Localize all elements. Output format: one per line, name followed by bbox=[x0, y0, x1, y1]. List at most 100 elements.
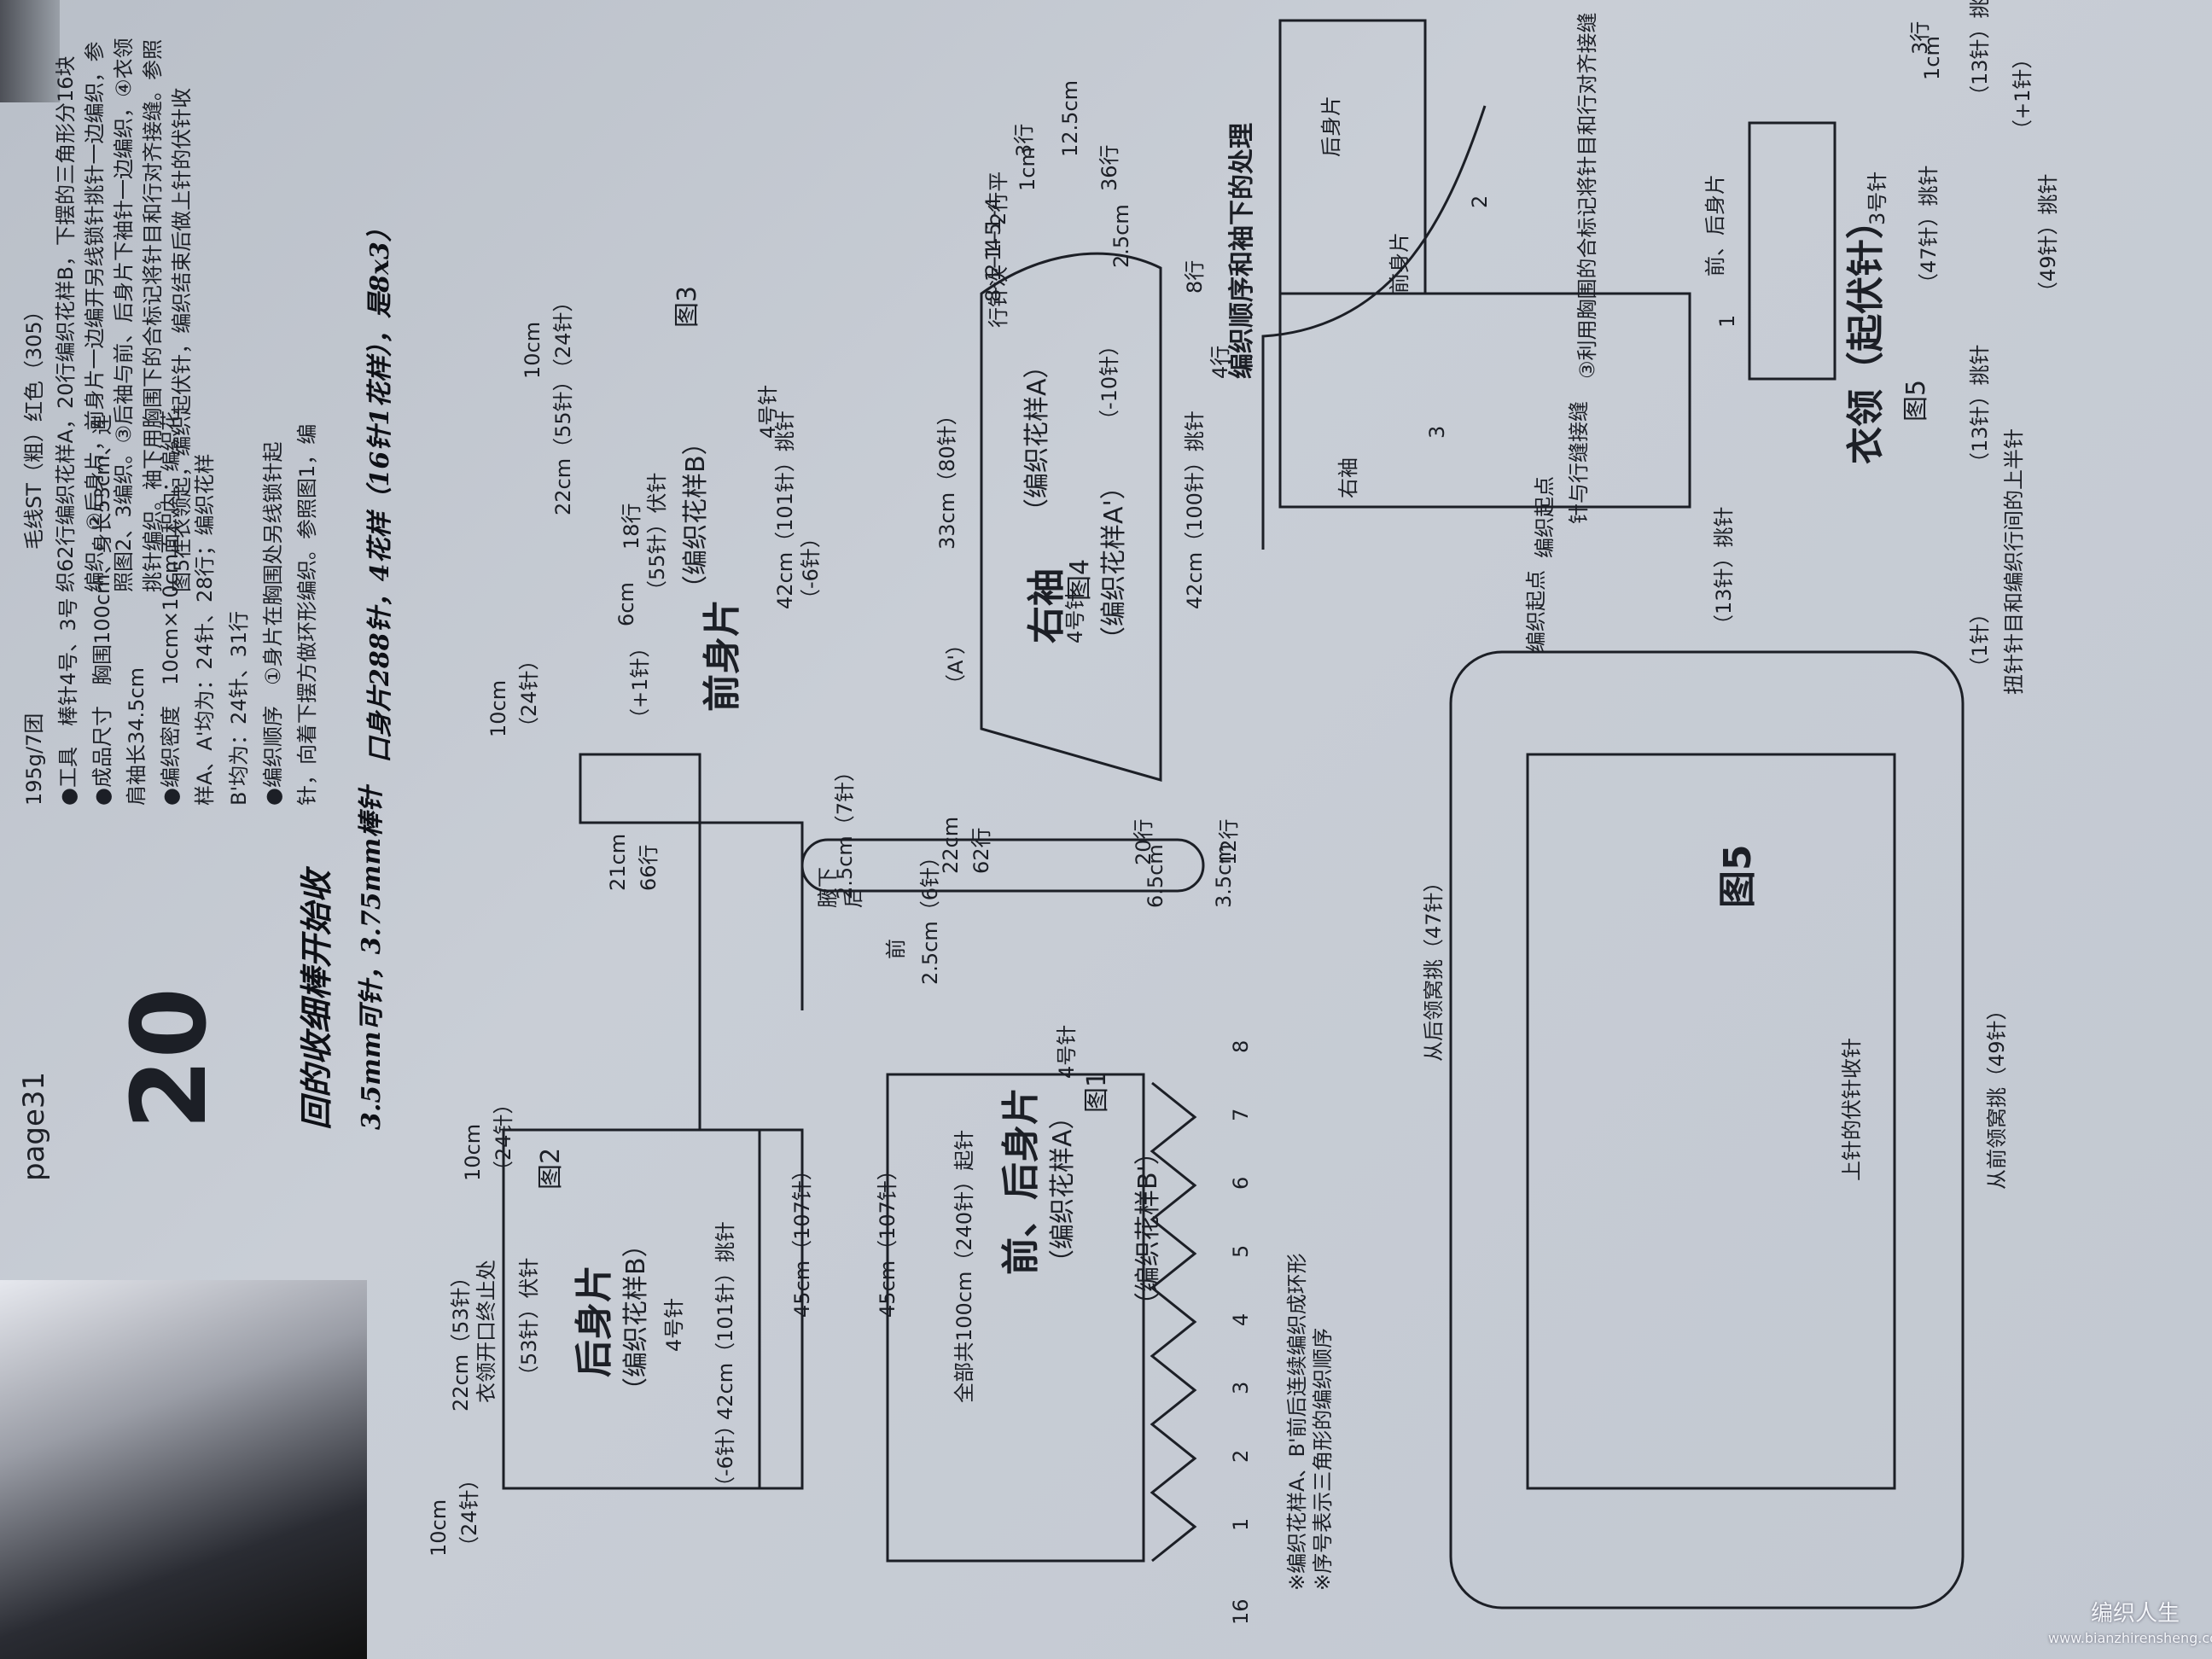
process-front bbox=[1278, 292, 1691, 509]
fig1-num-8: 8 bbox=[1229, 1039, 1253, 1053]
collar-cm: 1cm bbox=[1920, 36, 1944, 80]
fig2-label: 图2 bbox=[536, 1147, 566, 1190]
process-sleeve bbox=[1261, 105, 1487, 550]
fig3-right: 10cm bbox=[521, 321, 544, 379]
fig3-left-st: （24针） bbox=[517, 649, 541, 737]
collar-bottom: （49针）挑针 bbox=[2036, 173, 2060, 302]
process-both: 前、后身片 bbox=[1703, 174, 1727, 276]
fig4-needle: 4号针 bbox=[1063, 589, 1087, 643]
fig4-r1r: 3行 bbox=[1012, 123, 1036, 157]
collar-bot-right: （13针）挑针 bbox=[1968, 344, 1992, 473]
fig2-dec: （-6针） bbox=[713, 1415, 737, 1497]
fig3-left: 10cm bbox=[486, 679, 510, 737]
handwritten-note-2: 3.5mm可针，3.75mm棒针 bbox=[357, 786, 387, 1130]
process-n1: 1 bbox=[1715, 314, 1739, 328]
fig2-top-sub: 衣领开口终止处 bbox=[474, 1260, 498, 1403]
page-shadow bbox=[0, 0, 60, 102]
fig5-start: 编织起点 bbox=[1524, 570, 1548, 652]
garment-photo bbox=[0, 1280, 367, 1659]
fig2-rows: 66行 bbox=[637, 844, 661, 891]
tools: ●工具 棒针4号、3号 bbox=[56, 597, 80, 806]
fig2-cast-off: （53针）伏针 bbox=[517, 1257, 541, 1386]
fig2-bottom: 42cm（101针）挑针 bbox=[713, 1221, 737, 1420]
fig1-band bbox=[800, 838, 1205, 893]
fig2-needle: 4号针 bbox=[662, 1297, 686, 1352]
fig3-top: 22cm（55针） bbox=[551, 370, 575, 515]
fig3-label: 图3 bbox=[672, 285, 702, 328]
order: ●编织顺序 ①身片在胸围处另线锁针起 bbox=[261, 441, 285, 806]
fig1-title: 前、后身片 bbox=[999, 1087, 1043, 1275]
fig2-title: 后身片 bbox=[573, 1265, 616, 1377]
fig3-dec: （-6针） bbox=[799, 527, 823, 609]
fig1-h3r: 12行 bbox=[1217, 818, 1241, 865]
fig4-shaping-4: 行针次 bbox=[987, 266, 1010, 328]
fig5-label: 图5 bbox=[1716, 844, 1760, 908]
fig4-r2: 12.5cm bbox=[1058, 79, 1082, 157]
fig1-num-5: 5 bbox=[1229, 1244, 1253, 1258]
process-note: ③利用胸围的合标记将针目和行对齐接缝 bbox=[1575, 12, 1599, 379]
collar-top: （47针）挑针 bbox=[1917, 165, 1941, 294]
fig1-pattern-b: （编织花样B'） bbox=[1133, 1139, 1163, 1318]
fig1-num-1: 1 bbox=[1229, 1517, 1253, 1531]
fig1-half1: 45cm（107针） bbox=[790, 1160, 814, 1318]
fig4-outline bbox=[980, 252, 1162, 782]
process-n2: 2 bbox=[1468, 195, 1492, 208]
fig1-front: 前 bbox=[884, 939, 908, 959]
fig2-left-st: （24针） bbox=[457, 1469, 481, 1557]
fig4-top: 33cm（80针） bbox=[935, 405, 959, 550]
fig1-w1: 2.5cm（7针） bbox=[833, 760, 857, 899]
pattern-number: 20 bbox=[111, 987, 230, 1130]
instructions: 织62行编织花样A，20行编织花样B，下摆的三角形分16块编织。②后身片，前身片… bbox=[54, 38, 194, 592]
gauge3: B'均为：24针、31行 bbox=[227, 610, 251, 806]
watermark-url: www.bianzhirensheng.com bbox=[2048, 1630, 2212, 1646]
fig2-left: 10cm bbox=[427, 1499, 451, 1557]
fig1-total: 全部共100cm（240针）起针 bbox=[952, 1129, 976, 1403]
fig1-note2: ※序号表示三角形的编织顺序 bbox=[1311, 1327, 1335, 1591]
page-label: page31 bbox=[17, 1071, 51, 1181]
fig5-outline bbox=[1449, 650, 1965, 1610]
process-back: 后身片 bbox=[1319, 96, 1343, 157]
fig1-h1r: 62行 bbox=[969, 827, 993, 874]
collar-plus: （+1针） bbox=[2011, 48, 2034, 140]
fig2-right: 10cm bbox=[461, 1123, 485, 1181]
fig1-num-16: 16 bbox=[1229, 1598, 1253, 1625]
fig2-pattern: （编织花样B） bbox=[621, 1231, 651, 1403]
fig5-mid: 上针的伏针收针 bbox=[1840, 1038, 1864, 1181]
collar-needle: 3号针 bbox=[1866, 171, 1889, 225]
fig4-r3r: 8行 bbox=[1183, 259, 1207, 294]
fig3-neck: 6cm bbox=[614, 582, 638, 626]
fig1-h1: 22cm bbox=[939, 816, 963, 874]
fig1-num-3: 3 bbox=[1229, 1381, 1253, 1394]
fig3-cast-off: （55针）伏针 bbox=[645, 472, 669, 601]
fig1-zigzag bbox=[1150, 1081, 1197, 1563]
yarn-line: 毛线ST（粗）红色（305） bbox=[22, 300, 46, 550]
fig4-r2r: 36行 bbox=[1097, 144, 1121, 191]
fig4-pattern: （编织花样A） bbox=[1022, 352, 1052, 524]
collar-outline bbox=[1748, 121, 1837, 381]
fig1-pattern-a: （编织花样A） bbox=[1048, 1103, 1078, 1275]
fig1-label: 图1 bbox=[1082, 1070, 1112, 1113]
handwritten-note-3: 口身片288针，4花样（16针1花样），是8x3） bbox=[365, 216, 395, 763]
collar-title: 衣领（起伏针） bbox=[1844, 201, 1888, 464]
process-seam: 针与行缝接缝 bbox=[1567, 401, 1591, 524]
fig3-outline bbox=[563, 753, 804, 1490]
process-title: 编织顺序和袖下的处理 bbox=[1227, 123, 1257, 379]
handwritten-note-1: 回的收细棒开始收 bbox=[297, 870, 335, 1130]
fig3-plus1: （+1针） bbox=[628, 637, 652, 729]
fig5-right-pick: （13针）挑针 bbox=[1712, 506, 1736, 635]
fig4-pattern-b: （编织花样A'） bbox=[1099, 474, 1129, 652]
fig2-right-st: （24针） bbox=[492, 1093, 515, 1181]
collar-fig: 图5 bbox=[1901, 379, 1931, 422]
fig5-inner bbox=[1526, 753, 1896, 1490]
order2: 针，向着下摆方做环形编织。参照图1，编 bbox=[295, 423, 319, 806]
process-sleeve: 右袖 bbox=[1336, 457, 1360, 498]
fig4-r3: 2.5cm bbox=[1109, 204, 1133, 268]
fig5-note-top: 扭针针目和编织行间的上半针 bbox=[2002, 428, 2026, 695]
size2: 肩袖长34.5cm bbox=[125, 667, 148, 806]
fig5-one: （1针） bbox=[1968, 602, 1992, 678]
fig1-num-7: 7 bbox=[1229, 1108, 1253, 1121]
fig2-height: 21cm bbox=[606, 833, 630, 891]
fig5-top-pick: 从后领窝挑（47针） bbox=[1422, 871, 1446, 1062]
